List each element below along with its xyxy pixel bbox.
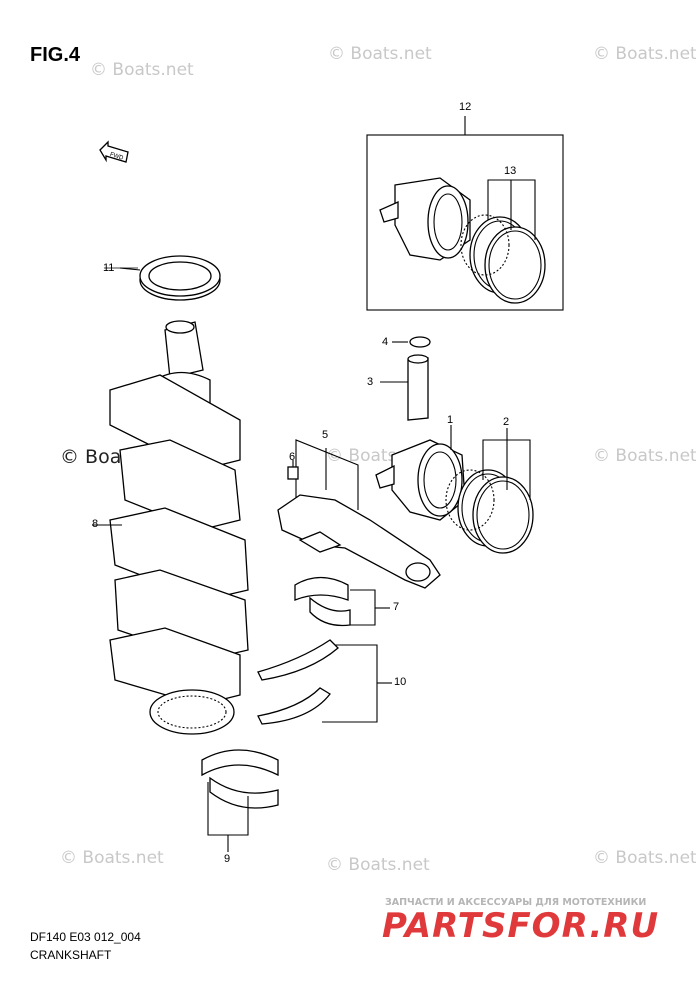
- diagram-code: DF140 E03 012_004: [30, 930, 141, 944]
- connecting-rod-part: [277, 439, 441, 589]
- watermark: © Boats.net: [60, 848, 164, 868]
- watermark: © Boats.net: [328, 44, 432, 64]
- watermark: © Boats.net: [326, 855, 430, 875]
- piston-part: [375, 425, 466, 521]
- callout-1: 1: [447, 414, 454, 426]
- watermark: © Boats.net: [90, 60, 194, 80]
- callout-11: 11: [103, 262, 115, 274]
- callout-12: 12: [459, 101, 472, 113]
- oil-seal-part: [119, 255, 221, 301]
- rod-bearing-part: [294, 576, 390, 627]
- callout-13: 13: [504, 165, 517, 177]
- callout-3: 3: [367, 376, 374, 388]
- callout-6: 6: [289, 451, 296, 463]
- main-bearing-part: [201, 749, 279, 852]
- brand-logo[interactable]: PARTSFOR.RU: [382, 906, 660, 946]
- crankshaft-part: [92, 320, 249, 735]
- callout-9: 9: [224, 853, 231, 865]
- watermark: © Boats.net: [593, 446, 696, 466]
- callout-10: 10: [394, 676, 407, 688]
- thrust-washer-part: [257, 639, 392, 725]
- callout-4: 4: [382, 336, 389, 348]
- callout-7: 7: [393, 601, 400, 613]
- diagram-name: CRANKSHAFT: [30, 948, 112, 962]
- callout-2: 2: [503, 416, 510, 428]
- callout-8: 8: [92, 518, 99, 530]
- piston-pin-part: [380, 336, 431, 421]
- figure-title: FIG.4: [30, 44, 81, 66]
- piston-rings-part: [445, 428, 534, 554]
- watermark: © Boats.net: [593, 44, 696, 64]
- piston-kit-box: [366, 116, 564, 311]
- fwd-arrow-icon: FWD: [99, 140, 129, 163]
- brand-subtitle: ЗАПЧАСТИ И АКСЕССУАРЫ ДЛЯ МОТОТЕХНИКИ: [385, 897, 647, 908]
- fwd-label: FWD: [109, 152, 124, 162]
- watermark: © Boats.net: [593, 848, 696, 868]
- callout-5: 5: [322, 429, 329, 441]
